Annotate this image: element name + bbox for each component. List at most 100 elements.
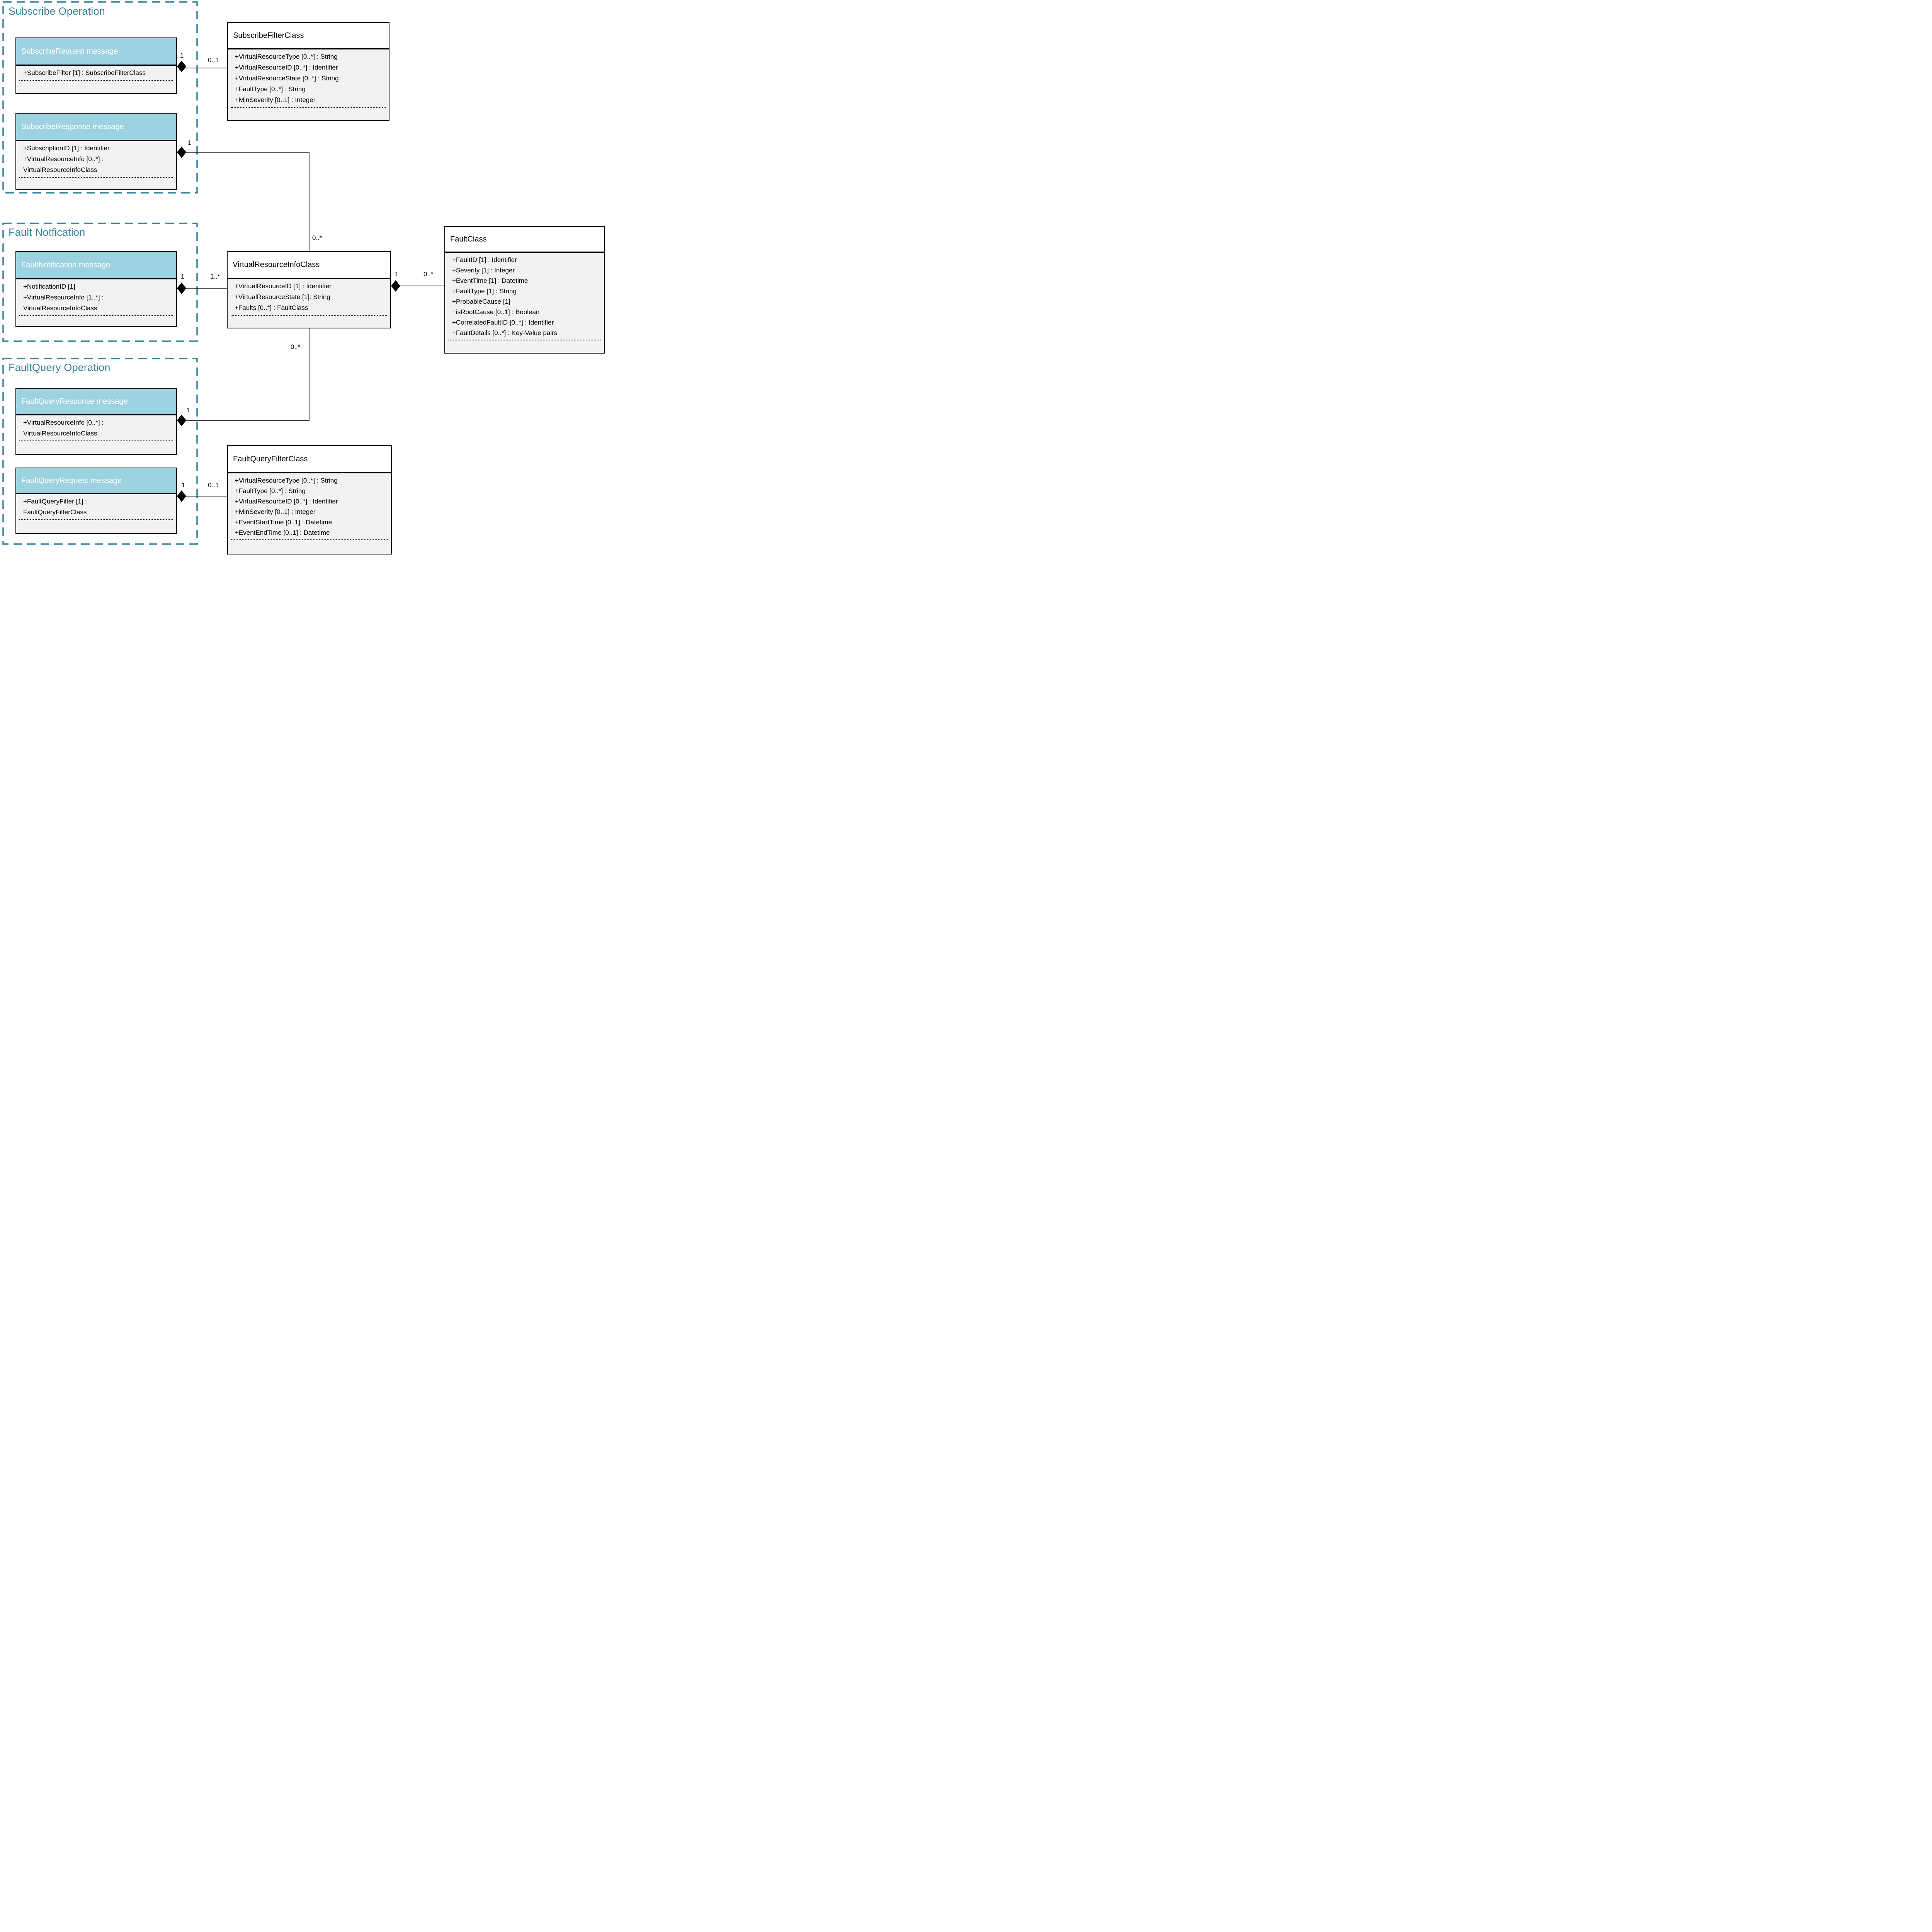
compartment-separator	[231, 315, 387, 316]
class-attributes-compartment: +FaultQueryFilter [1] : FaultQueryFilterC…	[16, 494, 176, 533]
attribute-list: +VirtualResourceType [0..*] : String +Vir…	[231, 51, 386, 105]
attribute-line: +Severity [1] : Integer	[452, 267, 515, 274]
attribute-line: +VirtualResourceType [0..*] : String	[235, 53, 338, 60]
attribute-line: +FaultDetails [0..*] : Key-Value pairs	[452, 329, 558, 337]
attribute-line: +EventTime [1] : Datetime	[452, 277, 528, 284]
multiplicity-label: 1	[395, 270, 399, 278]
class-attributes-compartment: +SubscribeFilter [1] : SubscribeFilterCl…	[16, 66, 176, 93]
attribute-list: +VirtualResourceID [1] : Identifier +Virt…	[231, 281, 387, 313]
attribute-line: +VirtualResourceID [1] : Identifier	[235, 282, 332, 290]
class-attributes-compartment: +NotificationID [1]+VirtualResourceInfo …	[16, 279, 176, 326]
class-header: FaultNotification message	[16, 252, 176, 279]
class-subscriberequest-message: SubscribeRequest message +SubscribeFilte…	[15, 37, 177, 94]
attribute-line: +FaultID [1] : Identifier	[452, 256, 517, 264]
multiplicity-label: 0..1	[208, 481, 219, 489]
connector-subscriberequest-subscribefilter	[181, 66, 227, 68]
attribute-line: FaultQueryFilterClass	[23, 509, 87, 516]
multiplicity-label: 0..*	[312, 234, 322, 242]
class-faultnotification-message: FaultNotification message +NotificationI…	[15, 251, 177, 327]
attribute-line: +VirtualResourceState [1]: String	[235, 293, 330, 301]
attribute-line: +VirtualResourceInfo [0..*] :	[23, 419, 104, 426]
attribute-line: +EventEndTime [0..1] : Datetime	[235, 529, 330, 536]
composition-diamond	[177, 146, 186, 158]
multiplicity-label: 0..*	[291, 343, 301, 350]
group-frame-subscribe-operation	[2, 1, 198, 194]
attribute-line: VirtualResourceInfoClass	[23, 304, 97, 312]
diagram-lines-layer	[2, 1, 444, 545]
attribute-line: +VirtualResourceInfo [0..*] :	[23, 155, 104, 163]
multiplicity-label: 1	[181, 273, 185, 280]
compartment-separator	[19, 177, 173, 178]
connector-subscriberesponse-virtualresourceinfo	[185, 152, 310, 251]
group-frame-fault-notification	[2, 223, 198, 342]
group-title-fault-notification: Fault Notfication	[9, 226, 85, 238]
attribute-list: +SubscriptionID [1] : Identifier +Virtual…	[19, 143, 173, 175]
attribute-line: +VirtualResourceID [0..*] : Identifier	[235, 498, 338, 505]
connector-faultqueryresponse-virtualresourceinfo	[185, 328, 310, 421]
attribute-list: +NotificationID [1]+VirtualResourceInfo …	[19, 281, 173, 314]
class-header: FaultQueryRequest message	[16, 468, 176, 494]
multiplicity-label: 0..1	[208, 56, 219, 64]
class-attributes-compartment: +VirtualResourceID [1] : Identifier +Virt…	[228, 279, 390, 328]
attribute-line: +isRootCause [0..1] : Boolean	[452, 308, 540, 316]
attribute-line: +FaultType [1] : String	[452, 287, 517, 295]
class-attributes-compartment: +FaultID [1] : Identifier +Severity [1] :…	[445, 253, 604, 353]
attribute-line: +VirtualResourceState [0..*] : String	[235, 75, 339, 82]
compartment-separator	[19, 440, 173, 441]
attribute-line: VirtualResourceInfoClass	[23, 430, 97, 437]
group-title-faultquery-operation: FaultQuery Operation	[9, 362, 111, 373]
attribute-line: +VirtualResourceID [0..*] : Identifier	[235, 64, 338, 71]
attribute-line: +FaultType [0..*] : String	[235, 85, 306, 93]
attribute-line: +FaultQueryFilter [1] :	[23, 498, 87, 505]
composition-diamond	[177, 282, 186, 294]
attribute-line: +NotificationID [1]	[23, 283, 75, 290]
group-title-subscribe-operation: Subscribe Operation	[9, 5, 105, 17]
multiplicity-label: 1	[188, 139, 192, 146]
attribute-line: +FaultType [0..*] : String	[235, 487, 306, 495]
attribute-line: +CorrelatedFaultID [0..*] : Identifier	[452, 319, 554, 326]
compartment-separator	[19, 80, 173, 81]
compartment-separator	[19, 519, 173, 520]
class-header: FaultQueryResponse message	[16, 389, 176, 415]
class-faultqueryresponse-message: FaultQueryResponse message +VirtualResou…	[15, 388, 177, 455]
attribute-list: +VirtualResourceInfo [0..*] : VirtualReso…	[19, 417, 173, 439]
composition-diamond	[177, 415, 186, 426]
compartment-separator	[19, 315, 173, 316]
attribute-line: +MinSeverity [0..1] : Integer	[235, 508, 316, 515]
attribute-line: +ProbableCause [1]	[452, 298, 510, 305]
attribute-line: +MinSeverity [0..1] : Integer	[235, 96, 316, 104]
attribute-list: +FaultID [1] : Identifier +Severity [1] :…	[448, 255, 601, 338]
attribute-line: +Faults [0..*] : FaultClass	[235, 304, 308, 311]
class-header: SubscribeRequest message	[16, 38, 176, 66]
class-header: FaultQueryFilterClass	[228, 446, 391, 473]
multiplicity-label: 1..*	[210, 273, 220, 280]
class-faultqueryfilterclass: FaultQueryFilterClass +VirtualResourceTy…	[227, 445, 392, 554]
compartment-separator	[231, 539, 388, 540]
attribute-line: +EventStartTime [0..1] : Datetime	[235, 519, 332, 526]
attribute-line: VirtualResourceInfoClass	[23, 166, 97, 173]
class-attributes-compartment: +VirtualResourceType [0..*] : String +Fau…	[228, 473, 391, 554]
class-header: VirtualResourceInfoClass	[228, 252, 390, 279]
class-attributes-compartment: +VirtualResourceInfo [0..*] : VirtualReso…	[16, 415, 176, 454]
composition-diamond	[391, 280, 400, 292]
multiplicity-label: 1	[180, 52, 184, 59]
composition-diamond	[177, 490, 186, 502]
class-faultclass: FaultClass +FaultID [1] : Identifier +Sev…	[444, 226, 605, 354]
group-frame-faultquery-operation	[2, 358, 198, 545]
compartment-separator	[231, 107, 386, 108]
attribute-list: +SubscribeFilter [1] : SubscribeFilterCl…	[19, 68, 173, 78]
multiplicity-label: 0..*	[423, 270, 434, 278]
uml-class-diagram: Subscribe Operation Fault Notfication Fa…	[0, 0, 606, 555]
composition-diamond	[177, 61, 186, 72]
multiplicity-label: 1	[186, 406, 190, 414]
class-header: SubscribeResponse message	[16, 114, 176, 141]
attribute-line: +VirtualResourceType [0..*] : String	[235, 477, 338, 484]
class-virtualresourceinfoclass: VirtualResourceInfoClass +VirtualResourc…	[227, 251, 391, 328]
class-faultqueryrequest-message: FaultQueryRequest message +FaultQueryFil…	[15, 468, 177, 534]
attribute-line: +SubscribeFilter [1] : SubscribeFilterCl…	[23, 69, 146, 77]
class-subscribefilterclass: SubscribeFilterClass +VirtualResourceTyp…	[227, 22, 389, 121]
class-header: FaultClass	[445, 227, 604, 253]
attribute-list: +FaultQueryFilter [1] : FaultQueryFilterC…	[19, 496, 173, 518]
attribute-line: +SubscriptionID [1] : Identifier	[23, 145, 110, 152]
multiplicity-label: 1	[182, 481, 185, 489]
